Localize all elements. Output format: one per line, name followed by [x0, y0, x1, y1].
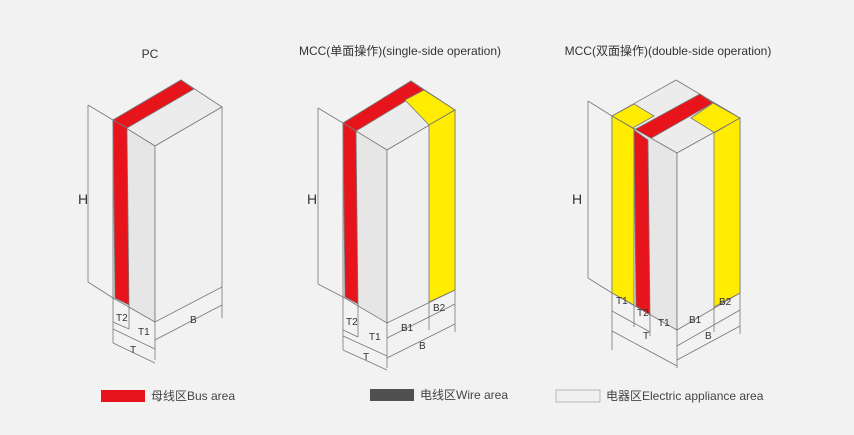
pc-b-label: B	[190, 315, 197, 326]
pc-title: PC	[142, 47, 159, 61]
mcc-double-left-bus	[633, 129, 651, 316]
pc-left-bus	[112, 119, 130, 306]
mcc-double-b1-label: B1	[689, 315, 702, 326]
mcc-single-title: MCC(单面操作)(single-side operation)	[299, 43, 501, 58]
legend-swatch-bus	[101, 390, 145, 402]
mcc-double-t2-label: T2	[637, 308, 649, 319]
mcc-double-title: MCC(双面操作)(double-side operation)	[565, 43, 772, 58]
pc-t1-label: T1	[138, 327, 150, 338]
pc-h-label: H	[78, 191, 88, 207]
mcc-single-t1-label: T1	[369, 332, 381, 343]
mcc-single-t2-label: T2	[346, 317, 358, 328]
mcc-double-t-label: T	[643, 331, 649, 342]
mcc-double-left-wire	[611, 115, 635, 306]
legend-swatch-appliance	[555, 389, 601, 403]
legend-label-appliance: 电器区Electric appliance area	[606, 389, 764, 403]
legend-swatch-wire	[370, 389, 414, 401]
legend-label-wire: 电线区Wire area	[420, 388, 508, 402]
legend: 母线区Bus area 电线区Wire area 电器区Electric app…	[101, 388, 764, 403]
mcc-double-right-wire	[713, 117, 741, 308]
mcc-single-cabinet: MCC(单面操作)(single-side operation)	[299, 43, 501, 371]
mcc-single-right-wire	[428, 109, 456, 303]
mcc-single-b1-label: B1	[401, 323, 414, 334]
pc-t-label: T	[130, 345, 136, 356]
mcc-single-h-label: H	[307, 191, 317, 207]
mcc-single-b-label: B	[419, 341, 426, 352]
mcc-double-t1a-label: T1	[616, 296, 628, 307]
mcc-double-t1b-label: T1	[658, 318, 670, 329]
mcc-single-left-bus	[342, 122, 359, 305]
mcc-double-b-label: B	[705, 331, 712, 342]
pc-t2-label: T2	[116, 313, 128, 324]
mcc-single-b2-label: B2	[433, 303, 446, 314]
mcc-double-b2-label: B2	[719, 297, 732, 308]
mcc-double-h-label: H	[572, 191, 582, 207]
mcc-single-t-label: T	[363, 352, 369, 363]
legend-label-bus: 母线区Bus area	[151, 389, 235, 403]
mcc-double-cabinet: MCC(双面操作)(double-side operation)	[565, 43, 772, 368]
pc-cabinet: PC	[87, 47, 223, 364]
